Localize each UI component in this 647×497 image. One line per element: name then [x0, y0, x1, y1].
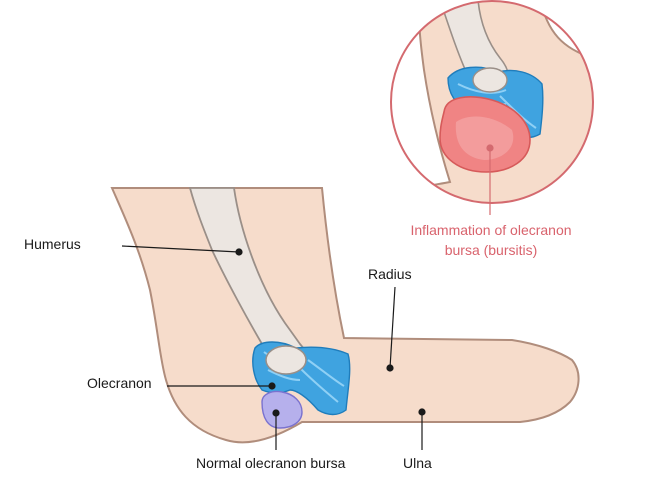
label-normal-bursa: Normal olecranon bursa: [196, 455, 346, 471]
label-olecranon: Olecranon: [87, 375, 152, 391]
inset-ring: [390, 0, 594, 204]
label-inflammation: Inflammation of olecranon bursa (bursiti…: [370, 220, 612, 260]
label-inflammation-line1: Inflammation of olecranon: [410, 222, 572, 238]
inset-zoom: [390, 0, 594, 204]
label-inflammation-line2: bursa (bursitis): [444, 242, 538, 258]
normal-bursa: [261, 390, 303, 429]
label-humerus: Humerus: [24, 236, 81, 252]
label-ulna: Ulna: [403, 455, 432, 471]
label-radius: Radius: [368, 266, 412, 282]
pointers: [121, 144, 494, 450]
humerus-head: [265, 345, 307, 375]
